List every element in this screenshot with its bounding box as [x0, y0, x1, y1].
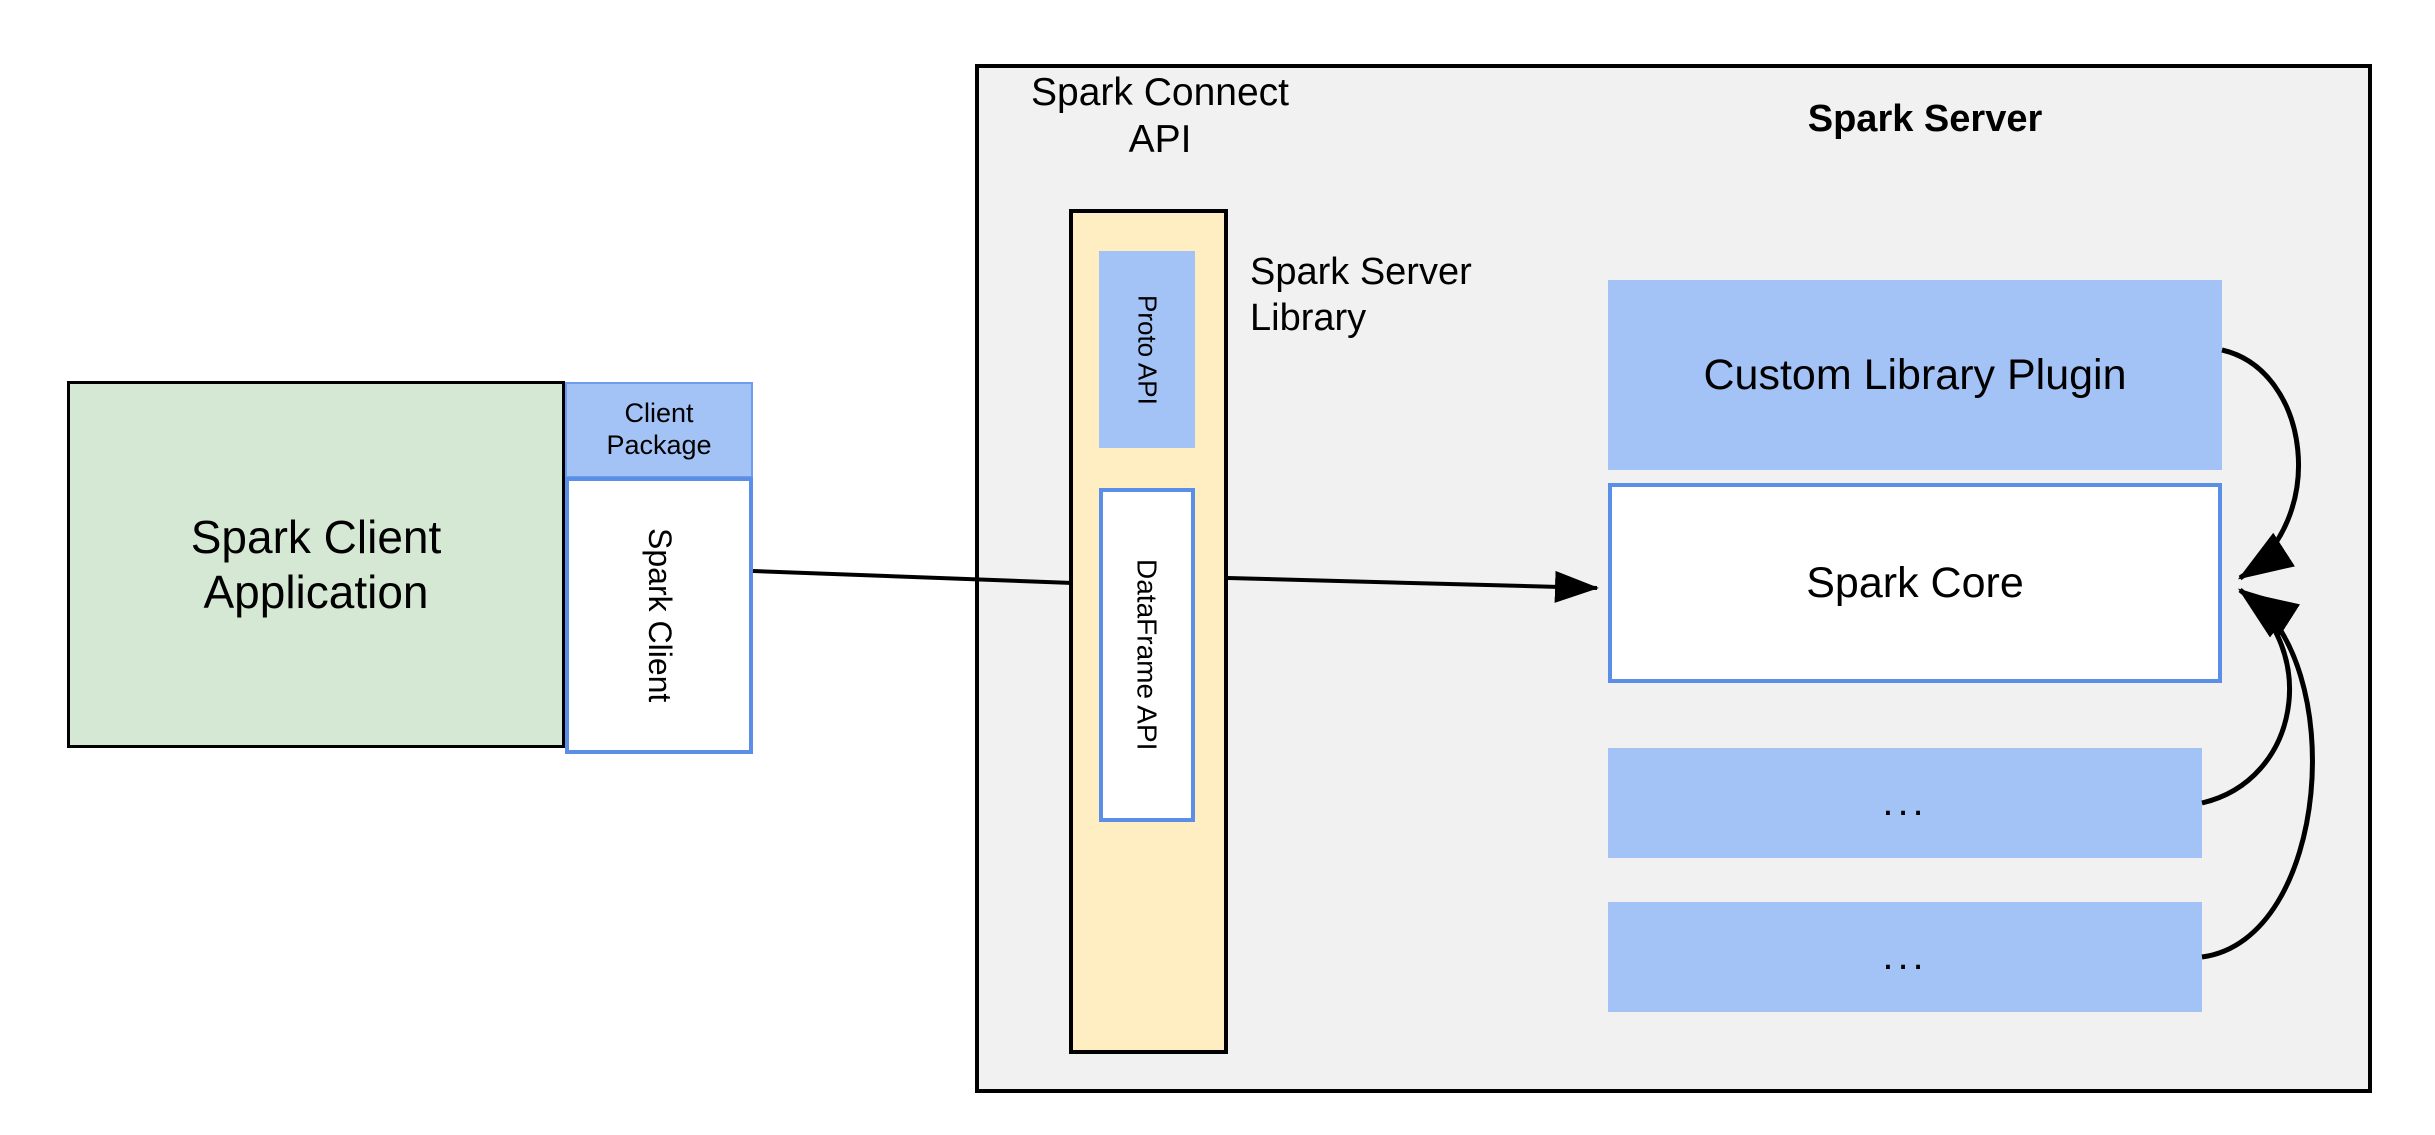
ellipsis-box-2-label: ...: [1882, 934, 1928, 979]
dataframe-api-label: DataFrame API: [1131, 559, 1163, 751]
spark-client-label: Spark Client: [641, 528, 678, 703]
proto-api-box[interactable]: Proto API: [1099, 251, 1195, 448]
spark-server-title: Spark Server: [1807, 98, 2043, 140]
ellipsis-box-1-label: ...: [1882, 780, 1928, 825]
custom-library-plugin-box[interactable]: Custom Library Plugin: [1608, 280, 2222, 470]
dataframe-api-box[interactable]: DataFrame API: [1099, 488, 1195, 822]
spark-connect-api-label: Spark Connect API: [1031, 71, 1289, 161]
spark-core-box[interactable]: Spark Core: [1608, 483, 2222, 683]
client-package-box[interactable]: Client Package: [565, 382, 753, 478]
proto-api-label: Proto API: [1132, 294, 1163, 405]
spark-client-box[interactable]: Spark Client: [565, 477, 753, 754]
spark-client-application-label: Spark Client Application: [190, 511, 442, 618]
spark-core-label: Spark Core: [1806, 558, 2024, 607]
ellipsis-box-2[interactable]: ...: [1608, 902, 2202, 1012]
ellipsis-box-1[interactable]: ...: [1608, 748, 2202, 858]
spark-client-application-box[interactable]: Spark Client Application: [67, 381, 565, 748]
custom-library-plugin-label: Custom Library Plugin: [1703, 350, 2127, 399]
client-package-label: Client Package: [606, 398, 712, 460]
spark-server-library-label: Spark Server Library: [1250, 251, 1472, 340]
